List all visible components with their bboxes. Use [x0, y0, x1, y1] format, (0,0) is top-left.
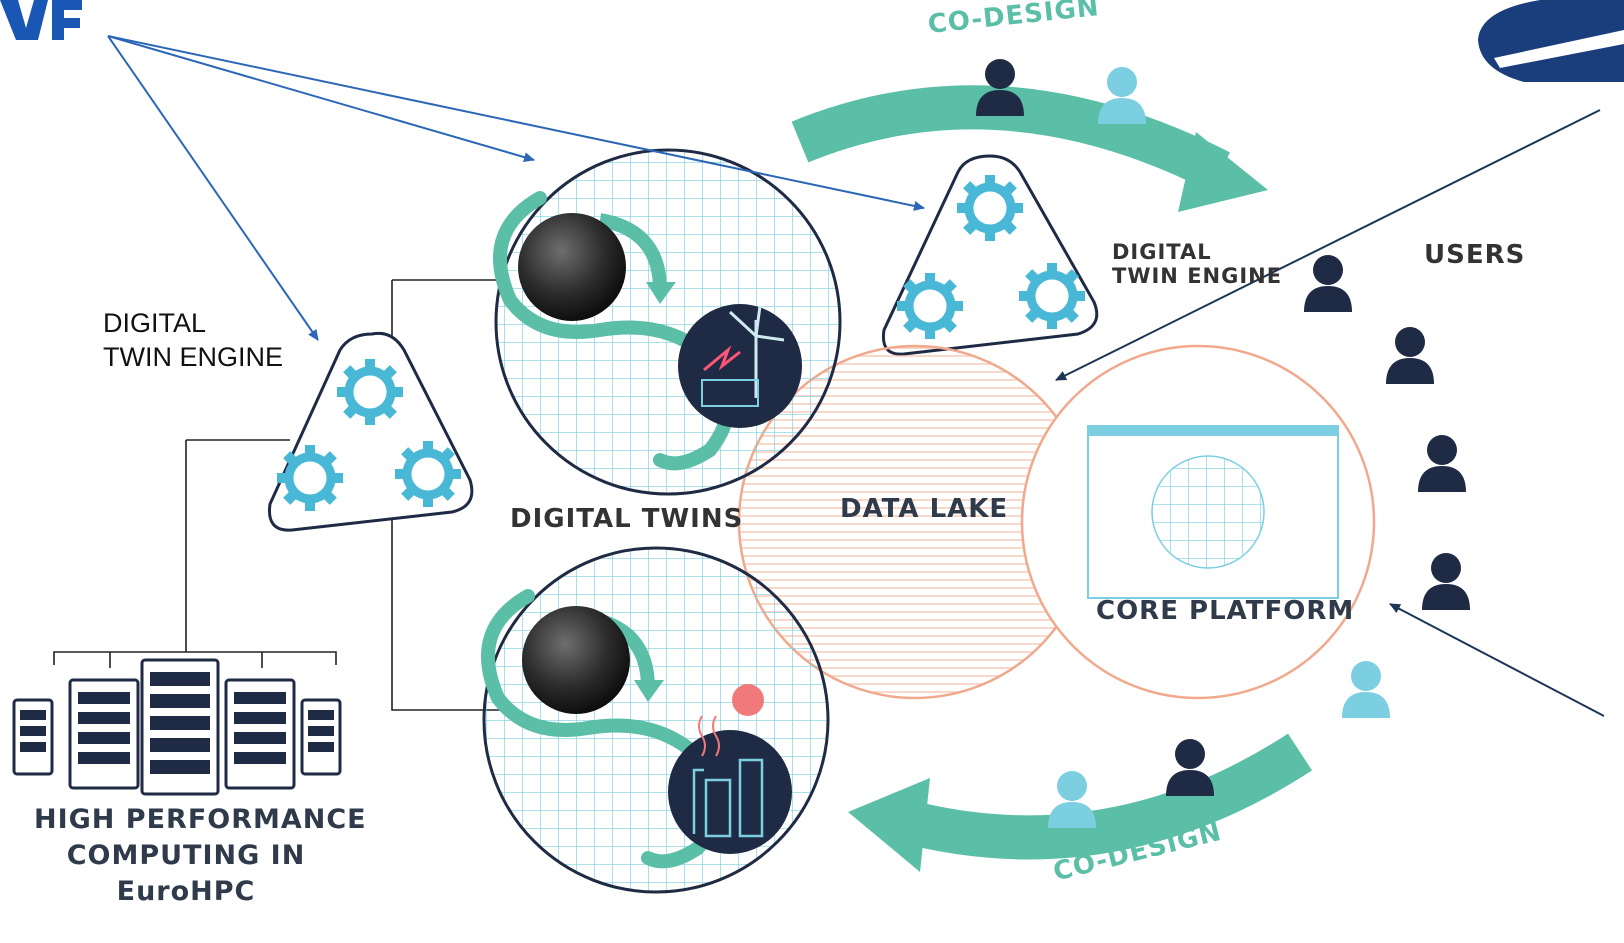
hpc-line2: COMPUTING IN [66, 840, 306, 871]
annotation-arrows-blue [107, 35, 925, 341]
digital-twin-engine-left [267, 331, 474, 532]
hpc-line3: EuroHPC [116, 876, 256, 907]
core-platform-label: CORE PLATFORM [1096, 596, 1355, 626]
digital-twin-engine-right [881, 154, 1099, 356]
globe-icon [1151, 455, 1265, 569]
users-label: USERS [1424, 240, 1526, 270]
logo-right [1478, 0, 1624, 82]
user-icon [1304, 255, 1352, 312]
digital-twins-label: DIGITAL TWINS [510, 504, 744, 534]
annotation-arrows-navy [1055, 109, 1605, 717]
hpc-label: HIGH PERFORMANCE COMPUTING IN EuroHPC [34, 802, 367, 910]
earth-icon [518, 213, 626, 321]
user-icon [1386, 327, 1434, 384]
digital-twin-globe-bottom [481, 546, 830, 894]
earth-icon [522, 606, 630, 714]
hpc-line1: HIGH PERFORMANCE [34, 804, 367, 835]
digital-twin-globe-top [493, 148, 842, 496]
dte-left-label: DIGITAL TWIN ENGINE [103, 306, 283, 374]
user-icon [1166, 739, 1214, 796]
server-icon [12, 658, 342, 796]
codesign-bottom-arrow [848, 733, 1313, 872]
logo-left [0, 0, 82, 40]
user-icon [1098, 67, 1146, 124]
dte-right-line1: DIGITAL [1112, 240, 1212, 264]
user-icon [1422, 553, 1470, 610]
data-lake-label: DATA LAKE [840, 494, 1009, 524]
user-icon [1048, 771, 1096, 828]
dte-right-line2: TWIN ENGINE [1112, 264, 1283, 288]
core-platform-circle [1020, 344, 1376, 700]
user-icon [1342, 661, 1390, 718]
dte-right-label: DIGITAL TWIN ENGINE [1112, 240, 1282, 288]
user-icon [1418, 435, 1466, 492]
wind-turbine-icon [678, 304, 802, 428]
dte-left-line1: DIGITAL [103, 308, 207, 338]
dte-left-line2: TWIN ENGINE [103, 342, 283, 372]
